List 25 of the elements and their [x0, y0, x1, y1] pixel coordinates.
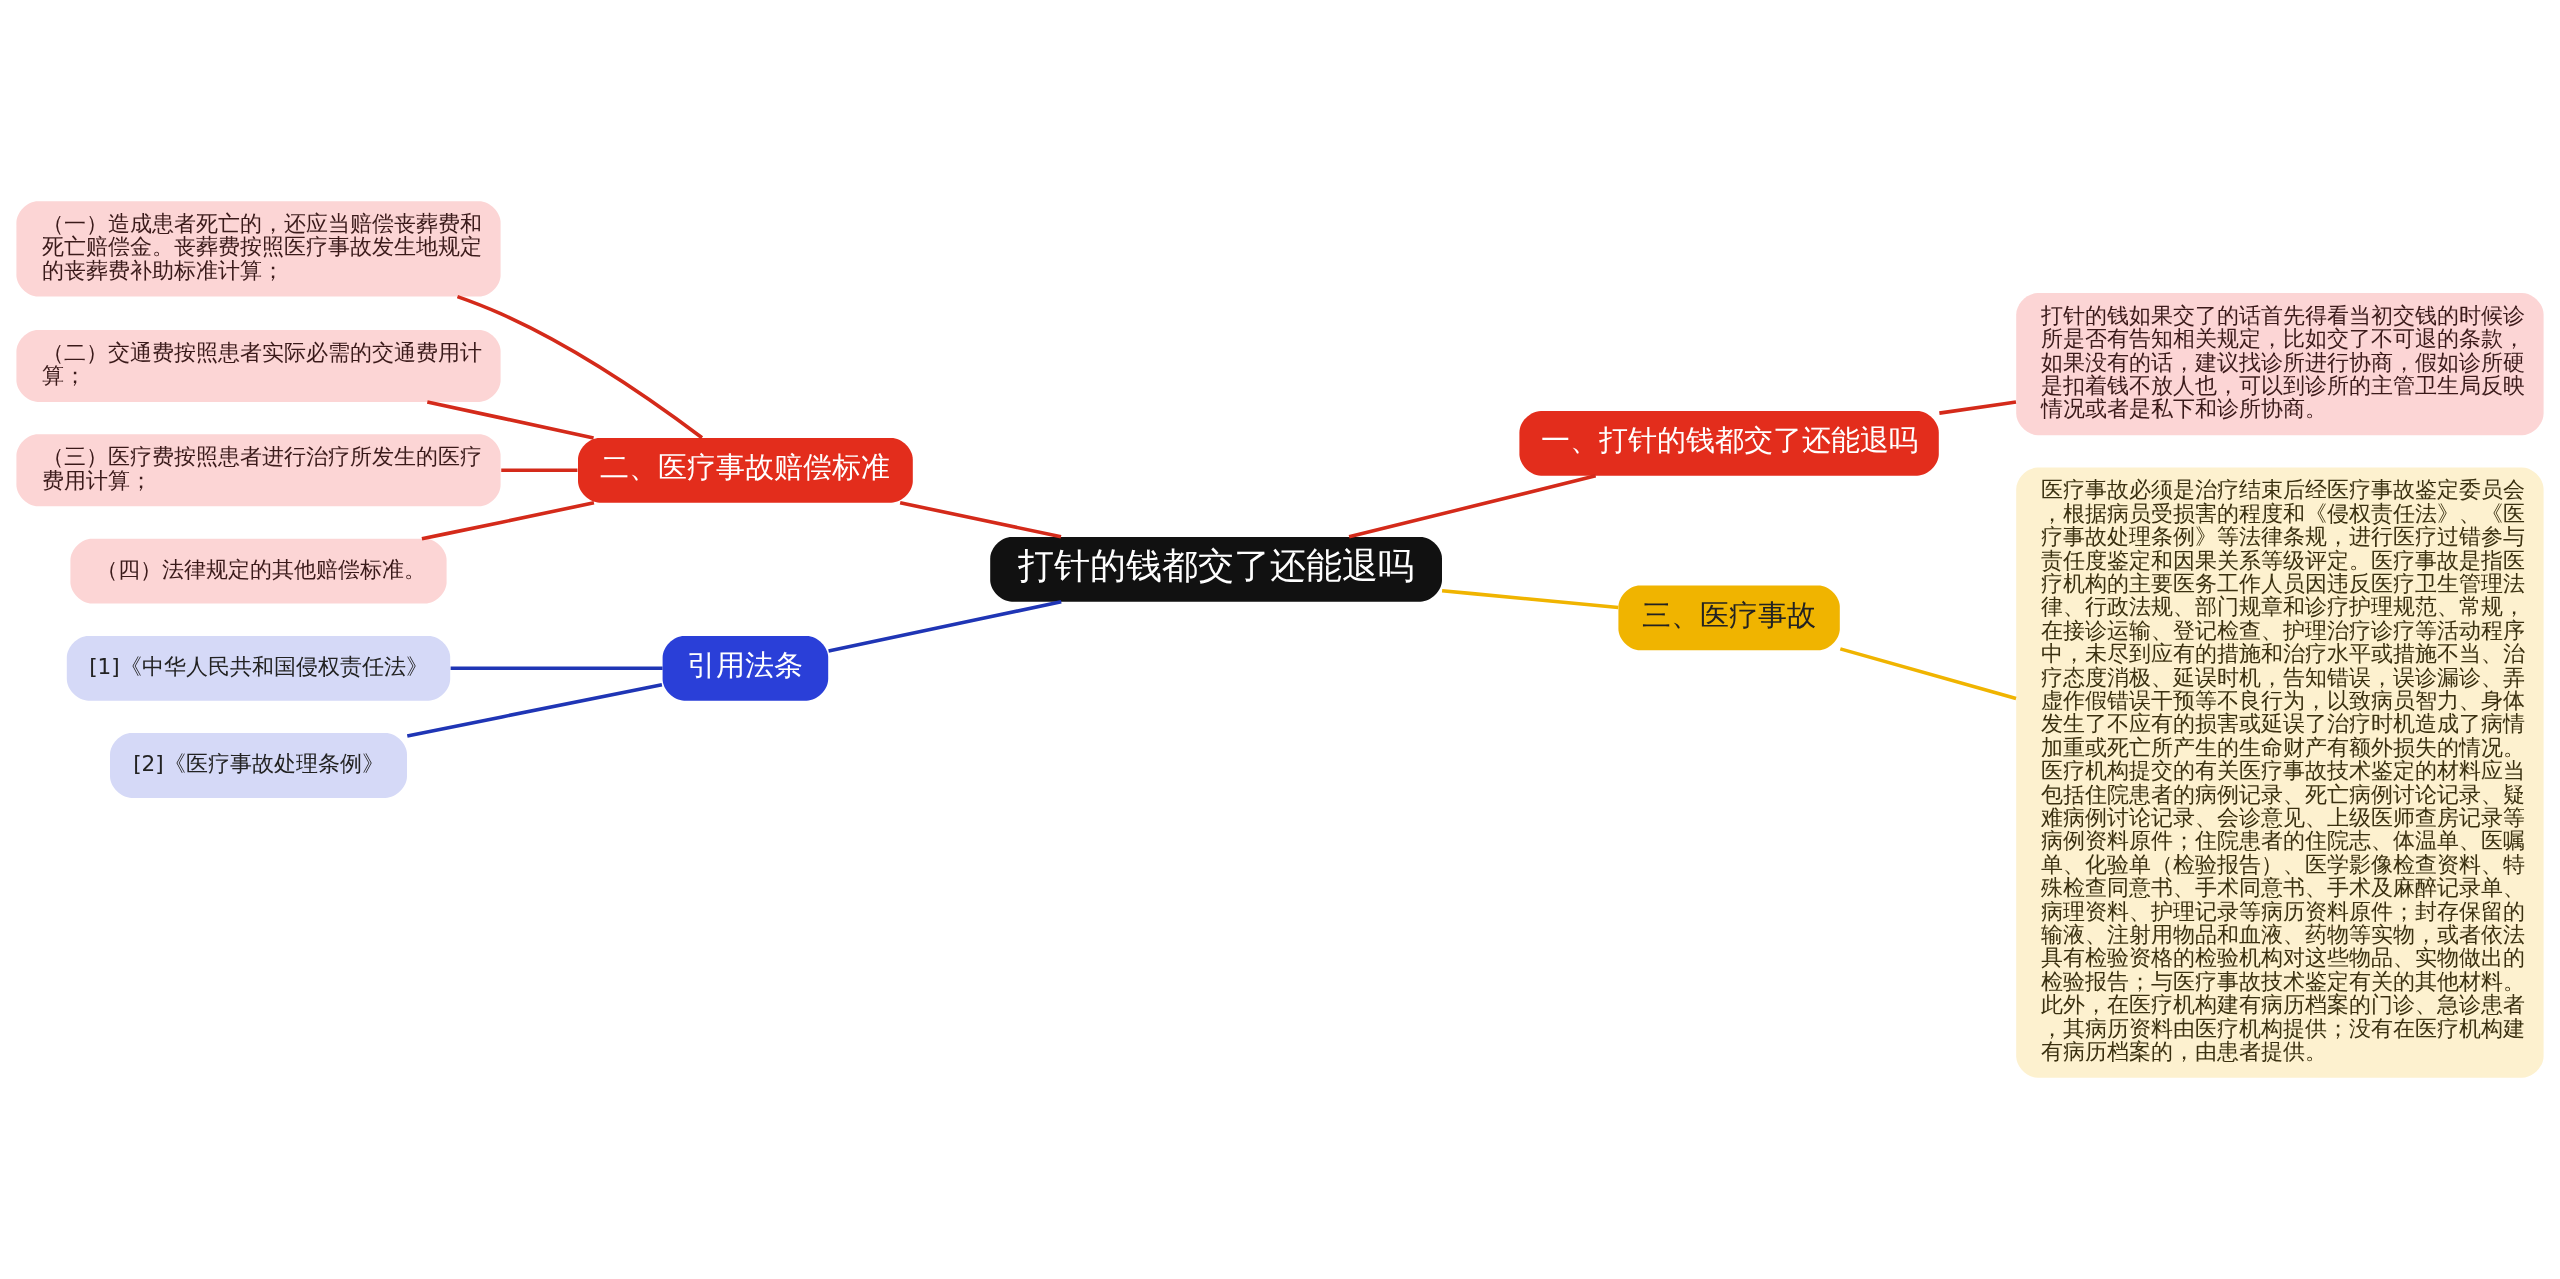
connector — [1441, 588, 1619, 610]
connector — [1939, 400, 2017, 415]
node-box: [2]《医疗事故处理条例》 — [110, 733, 407, 798]
connector — [406, 682, 663, 738]
node-box: 医疗事故必须是治疗结束后经医疗事故鉴定委员会，根据病员受损害的程度和《侵权责任法》、《医疗事故处理条例》等法律条规，进行医疗过错参与责任度鉴定和因果关系等级评定。医疗事故是指医疗机构的主要医务工作人员因违反医疗卫生管理法律、行政法规、部门规章和诊疗护理规范、常规，在接诊运输、登记检查、护理治疗诊疗等活动程序中，未尽到应有的措施和治疗水平或措施不当、治疗态度消极、延误时机，告知错误，误诊漏诊、弄虚作假错误干预等不良行为，以致病员智力、身体发生了不应有的损害或延误了治疗时机造成了病情加重或死亡所产生的生命财产有额外损失的情况。医疗机构提交的有关医疗事故技术鉴定的材料应当包括住院患者的病例记录、死亡病例讨论记录、疑难病例讨论记录、会诊意见、上级医师查房记录等病例资料原件；住院患者的住院志、体温单、医嘱单、化验单（检验报告）、医学影像检查资料、特殊检查同意书、手术同意书、手术及麻醉记录单、病理资料、护理记录等病历资料原件；封存保留的输液、注射用物品和血液、药物等实物，或者依法具有检验资格的检验机构对这些物品、实物做出的检验报告；与医疗事故技术鉴定有关的其他材料。此外，在医疗机构建有病历档案的门诊、急诊患者，其病历资料由医疗机构提供；没有在医疗机构建有病历档案的，由患者提供。 — [2016, 467, 2544, 1078]
node-box: 打针的钱都交了还能退吗 — [990, 536, 1442, 602]
node-box: 打针的钱如果交了的话首先得看当初交钱的时候诊所是否有告知相关规定，比如交了不可退的条款，如果没有的话，建议找诊所进行协商，假如诊所硬是扣着钱不放人也，可以到诊所的主管卫生局反映情况或者是私下和诊所协商。 — [2016, 293, 2544, 436]
connector — [421, 501, 595, 541]
connector — [456, 294, 704, 440]
connector — [501, 468, 578, 473]
node-box: 引用法条 — [662, 635, 829, 701]
connector — [426, 400, 594, 440]
connector — [828, 599, 1062, 653]
node-box: 三、医疗事故 — [1618, 585, 1840, 651]
connector — [1839, 647, 2017, 701]
connector — [450, 666, 663, 671]
node-box: （二）交通费按照患者实际必需的交通费用计算； — [16, 329, 501, 402]
node-box: 一、打针的钱都交了还能退吗 — [1519, 410, 1939, 476]
node-box: （一）造成患者死亡的，还应当赔偿丧葬费和死亡赔偿金。丧葬费按照医疗事故发生地规定的丧葬费补助标准计算； — [16, 201, 501, 297]
node-box: [1]《中华人民共和国侵权责任法》 — [66, 635, 451, 701]
node-box: （四）法律规定的其他赔偿标准。 — [70, 538, 447, 604]
connector — [899, 500, 1062, 539]
node-box: 二、医疗事故赔偿标准 — [578, 437, 913, 503]
connector — [1348, 474, 1597, 539]
node-box: （三）医疗费按照患者进行治疗所发生的医疗费用计算； — [16, 434, 501, 507]
